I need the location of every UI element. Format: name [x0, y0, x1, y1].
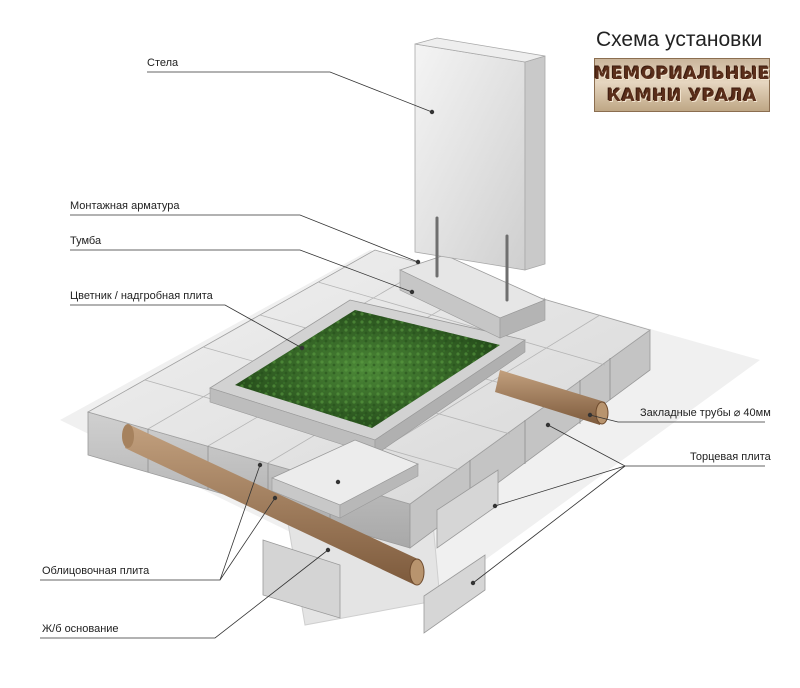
- label-stela: Стела: [147, 57, 179, 69]
- embedded-pipes: [122, 370, 609, 586]
- label-oblitsovochnaya: Облицовочная плита: [42, 565, 150, 577]
- loose-top-tile-side2: [339, 463, 419, 519]
- logo-line-2: КАМНИ УРАЛА: [607, 86, 757, 106]
- label-truby: Закладные трубы ⌀ 40мм: [640, 407, 771, 419]
- leader-lines: [40, 71, 765, 639]
- grass-texture: [235, 310, 500, 428]
- label-tortsevaya: Торцевая плита: [690, 451, 771, 463]
- diagram-title: Схема установки: [596, 28, 763, 51]
- end-plate-lower: [423, 554, 486, 634]
- stela-top: [414, 37, 546, 63]
- label-osnovanie: Ж/б основание: [42, 623, 119, 635]
- leader-dots: [257, 109, 593, 586]
- stela-side: [524, 55, 546, 271]
- brand-logo: МЕМОРИАЛЬНЫЕ КАМНИ УРАЛА: [594, 58, 770, 112]
- cladding-plate: [262, 539, 341, 619]
- label-tumba: Тумба: [70, 235, 102, 247]
- label-armatura: Монтажная арматура: [70, 200, 180, 212]
- logo-line-1: МЕМОРИАЛЬНЫЕ: [594, 64, 771, 84]
- rebar-rods: [435, 216, 509, 302]
- label-tsvetnik: Цветник / надгробная плита: [70, 290, 213, 302]
- pedestal-right: [499, 299, 546, 339]
